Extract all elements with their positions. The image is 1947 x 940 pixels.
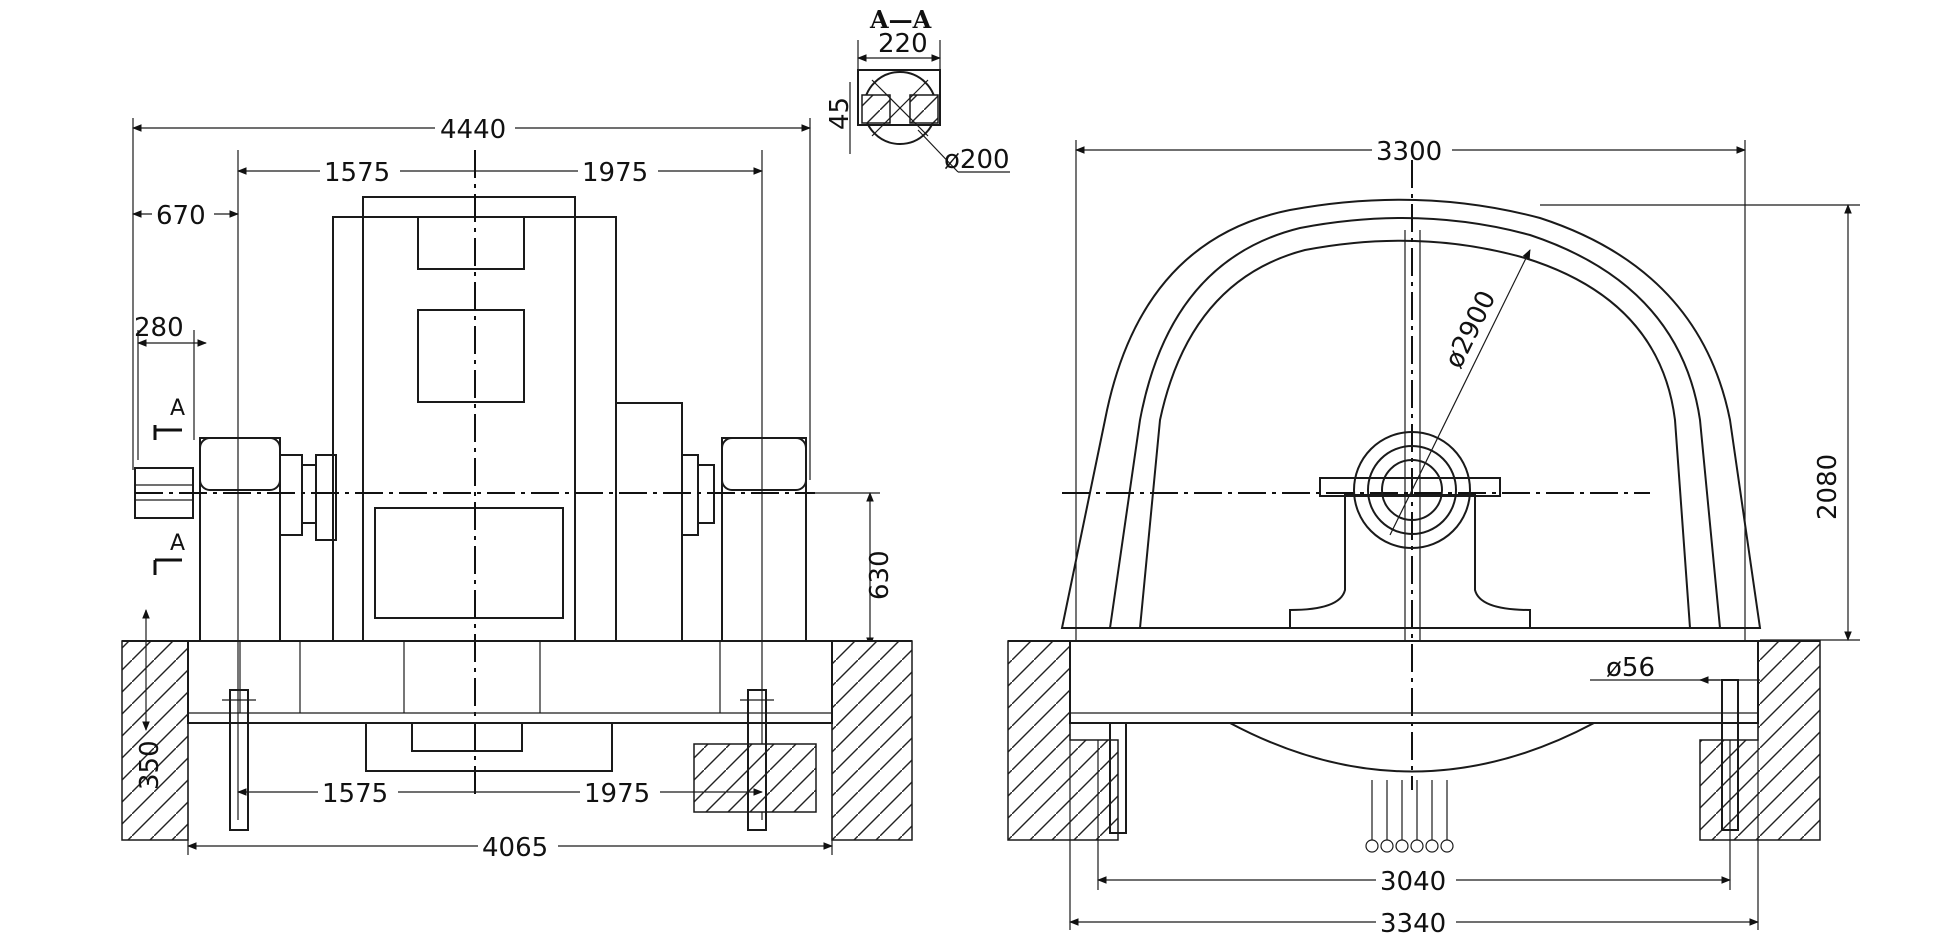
section-width-dim: 220 [878,29,928,59]
cut-mark-top: A [170,396,185,421]
side-rotor-diameter-dim: ø2900 [1439,286,1502,373]
cut-mark-bottom: A [170,531,185,556]
side-view: 3300 ø2900 2080 [1007,136,1860,939]
front-coupling-length-dim: 280 [134,313,184,343]
front-shaft-extension-dim: 670 [156,201,206,231]
front-bolt-right-dim: 1975 [584,779,650,809]
side-bolt-diameter-dim: ø56 [1606,653,1655,683]
section-title: A—A [869,5,932,34]
side-bolt-spacing-dim: 3040 [1380,867,1446,897]
section-height-dim: 45 [825,97,855,130]
section-a-a: A—A 220 45 ø200 [825,5,1010,175]
front-foundation-depth-dim: 350 [135,740,165,790]
front-overall-width-dim: 4440 [440,115,506,145]
front-view: 4440 1575 1975 670 280 A A [121,114,913,863]
front-right-offset-dim: 1975 [582,158,648,188]
front-left-offset-dim: 1575 [324,158,390,188]
cable-leads [1365,780,1454,853]
front-bolt-left-dim: 1575 [322,779,388,809]
side-overall-width-dim: 3300 [1376,137,1442,167]
side-base-width-dim: 3340 [1380,909,1446,939]
section-diameter-dim: ø200 [944,145,1010,175]
side-overall-height-dim: 2080 [1813,454,1843,520]
front-shaft-height-dim: 630 [865,550,895,600]
front-base-length-dim: 4065 [482,833,548,863]
